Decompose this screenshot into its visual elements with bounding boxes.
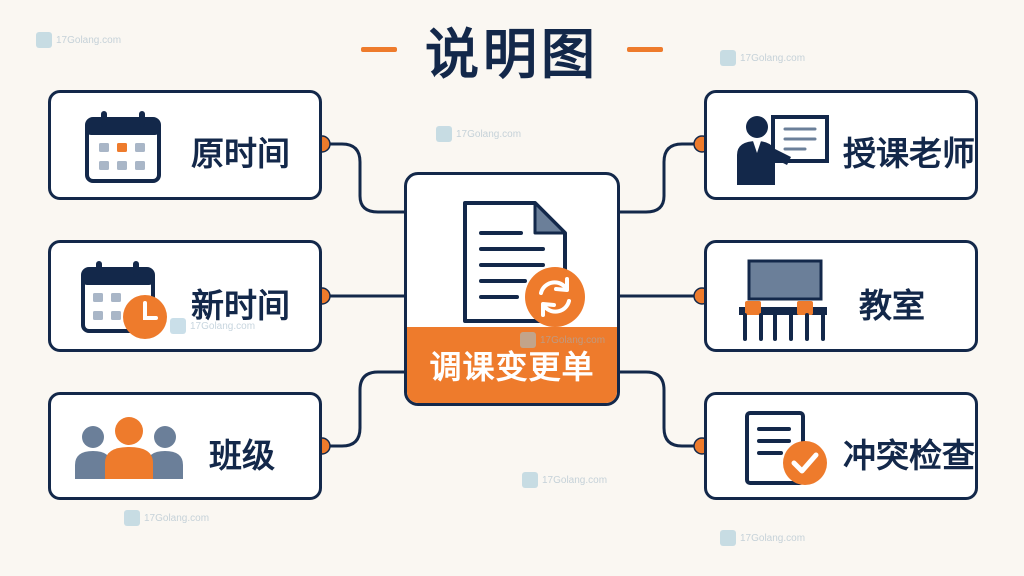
card-original-time: 原时间	[48, 90, 322, 200]
card-label-teacher: 授课老师	[843, 134, 975, 173]
center-label-band: 调课变更单	[407, 327, 617, 403]
document-refresh-icon	[459, 199, 591, 331]
connector-right-3	[618, 370, 702, 448]
center-card-change-form: 调课变更单	[404, 172, 620, 406]
watermark-logo-icon	[522, 472, 538, 488]
watermark: 17Golang.com	[720, 530, 805, 546]
watermark-logo-icon	[720, 530, 736, 546]
watermark-logo-icon	[436, 126, 452, 142]
calendar-clock-icon	[79, 259, 171, 345]
card-label-class: 班级	[209, 436, 275, 475]
watermark-logo-icon	[124, 510, 140, 526]
group-icon	[73, 415, 185, 485]
watermark: 17Golang.com	[522, 472, 607, 488]
checklist-icon	[743, 409, 833, 493]
diagram-title: 说明图	[425, 22, 599, 86]
card-conflict-check: 冲突检查	[704, 392, 978, 500]
card-label-original-time: 原时间	[191, 134, 290, 173]
watermark-logo-icon	[520, 332, 536, 348]
watermark: 17Golang.com	[520, 332, 605, 348]
watermark-logo-icon	[720, 50, 736, 66]
watermark-logo-icon	[170, 318, 186, 334]
watermark: 17Golang.com	[36, 32, 121, 48]
classroom-icon	[735, 259, 831, 345]
watermark: 17Golang.com	[170, 318, 255, 334]
teacher-icon	[735, 111, 831, 191]
watermark-logo-icon	[36, 32, 52, 48]
card-classroom: 教室	[704, 240, 978, 352]
title-dash-left	[361, 46, 397, 52]
card-teacher: 授课老师	[704, 90, 978, 200]
card-label-new-time: 新时间	[191, 286, 290, 325]
card-class: 班级	[48, 392, 322, 500]
watermark: 17Golang.com	[436, 126, 521, 142]
watermark: 17Golang.com	[720, 50, 805, 66]
watermark: 17Golang.com	[124, 510, 209, 526]
card-new-time: 新时间	[48, 240, 322, 352]
calendar-icon	[83, 109, 165, 189]
title-dash-right	[627, 46, 663, 52]
card-label-classroom: 教室	[859, 286, 925, 325]
card-label-conflict-check: 冲突检查	[843, 436, 975, 475]
center-label: 调课变更单	[429, 348, 595, 386]
connector-left-1	[320, 142, 406, 214]
connector-left-3	[320, 370, 406, 448]
title-bar: 说明图	[0, 14, 1024, 86]
connector-right-1	[618, 142, 702, 214]
